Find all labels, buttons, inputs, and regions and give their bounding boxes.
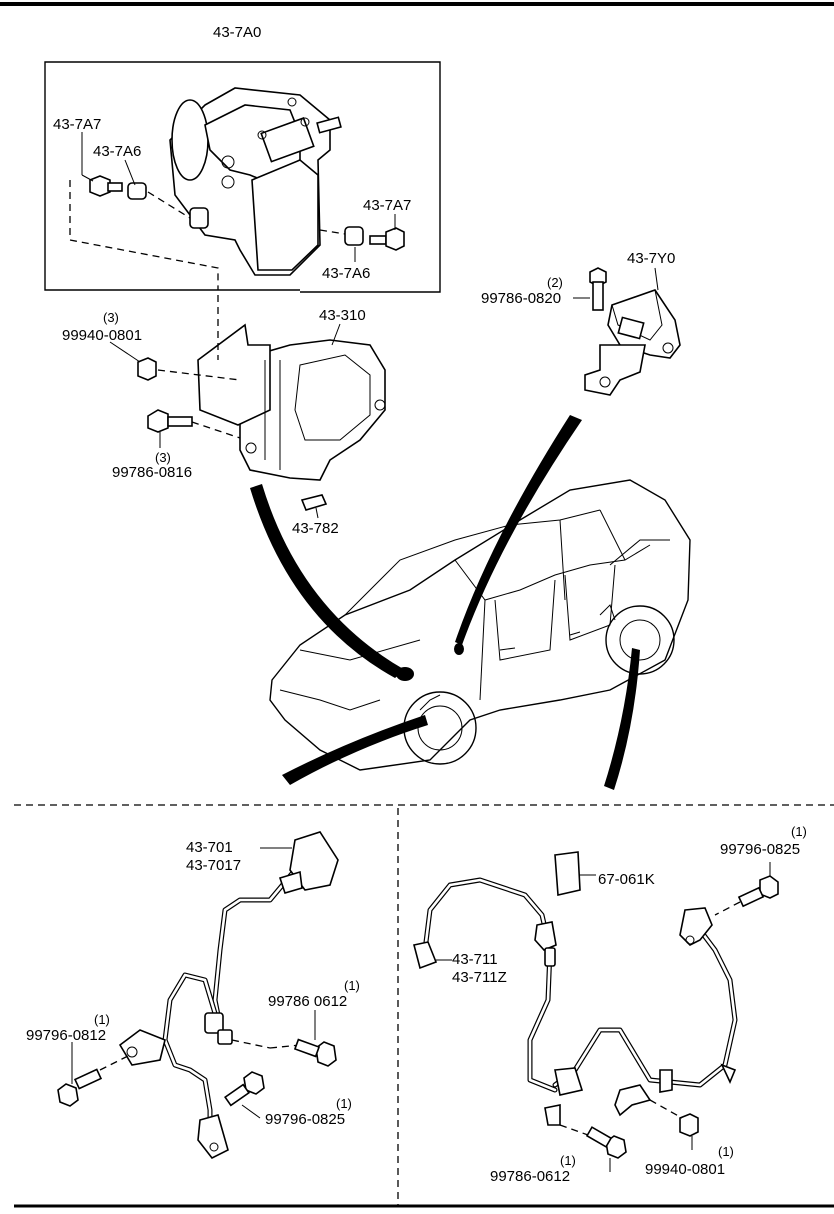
- pointer-arrows: [250, 415, 640, 790]
- front-bolt-left-qty: (1): [94, 1012, 110, 1027]
- front-sensor-label-2: 43-7017: [186, 857, 241, 874]
- hcu-bolt-right-label: 43-7A7: [363, 197, 411, 214]
- rear-bolt-bottom-icon: [559, 1124, 627, 1172]
- bracket-bolt-part-label: 99786-0816: [112, 464, 192, 481]
- bracket-bolt-qty: (3): [155, 450, 171, 465]
- bracket-label: 43-310: [319, 307, 366, 324]
- rear-nut-qty: (1): [718, 1144, 734, 1159]
- hcu-bushing-left-label: 43-7A6: [93, 143, 141, 160]
- hcu-assembly: 43-7A0 43-7A7: [44, 24, 441, 293]
- hcu-unit: [169, 87, 342, 276]
- yaw-sensor-unit: [573, 267, 681, 396]
- front-bolt-left-icon: [57, 1042, 131, 1107]
- car-illustration: [269, 479, 691, 771]
- rear-bolt-top-icon: [714, 862, 779, 916]
- nut-qty: (3): [103, 310, 119, 325]
- rear-nut-icon: [649, 1099, 699, 1150]
- front-bolt-right-part: 99786 0612: [268, 993, 347, 1010]
- front-bolt-bottom-part: 99796-0825: [265, 1111, 345, 1128]
- nut-part-label: 99940-0801: [62, 327, 142, 344]
- sensor-bolt-qty: (2): [547, 275, 563, 290]
- rear-sensor-label-1: 43-711: [452, 951, 498, 968]
- clip-icon: [300, 494, 328, 519]
- bracket-bolt-icon: [147, 409, 241, 448]
- clip-label: 43-782: [292, 520, 339, 537]
- front-sensor-label-1: 43-701: [186, 839, 233, 856]
- rear-bolt-bottom-part: 99786-0612: [490, 1168, 570, 1185]
- hcu-bushing-right-label: 43-7A6: [322, 265, 370, 282]
- rear-sensor-label-2: 43-711Z: [452, 969, 507, 986]
- front-bolt-bottom-qty: (1): [336, 1096, 352, 1111]
- front-wheel-sensor: [118, 831, 339, 1160]
- sensor-bolt-icon: [589, 267, 607, 311]
- sensor-label: 43-7Y0: [627, 250, 675, 267]
- front-bolt-bottom-icon: [224, 1071, 265, 1119]
- front-bolt-left-part: 99796-0812: [26, 1027, 106, 1044]
- front-bolt-right-qty: (1): [344, 978, 360, 993]
- bushing-right-icon: [344, 226, 364, 246]
- rear-label-tag: 67-061K: [598, 871, 655, 888]
- rear-bolt-bottom-qty: (1): [560, 1153, 576, 1168]
- assembly-label: 43-7A0: [213, 24, 261, 41]
- bolt-left-icon: [89, 175, 123, 197]
- front-bolt-right-icon: [293, 1010, 337, 1067]
- rear-bolt-top-qty: (1): [791, 824, 807, 839]
- hcu-bracket: 43-310: [197, 295, 386, 481]
- rear-wheel-sensor: [413, 851, 738, 1126]
- rear-bolt-top-part: 99796-0825: [720, 841, 800, 858]
- hcu-bolt-left-label: 43-7A7: [53, 116, 101, 133]
- rear-nut-part: 99940-0801: [645, 1161, 725, 1178]
- bolt-right-icon: [369, 227, 405, 251]
- bushing-left-icon: [127, 182, 147, 200]
- sensor-bolt-part-label: 99786-0820: [481, 290, 561, 307]
- nut-icon: [109, 341, 241, 381]
